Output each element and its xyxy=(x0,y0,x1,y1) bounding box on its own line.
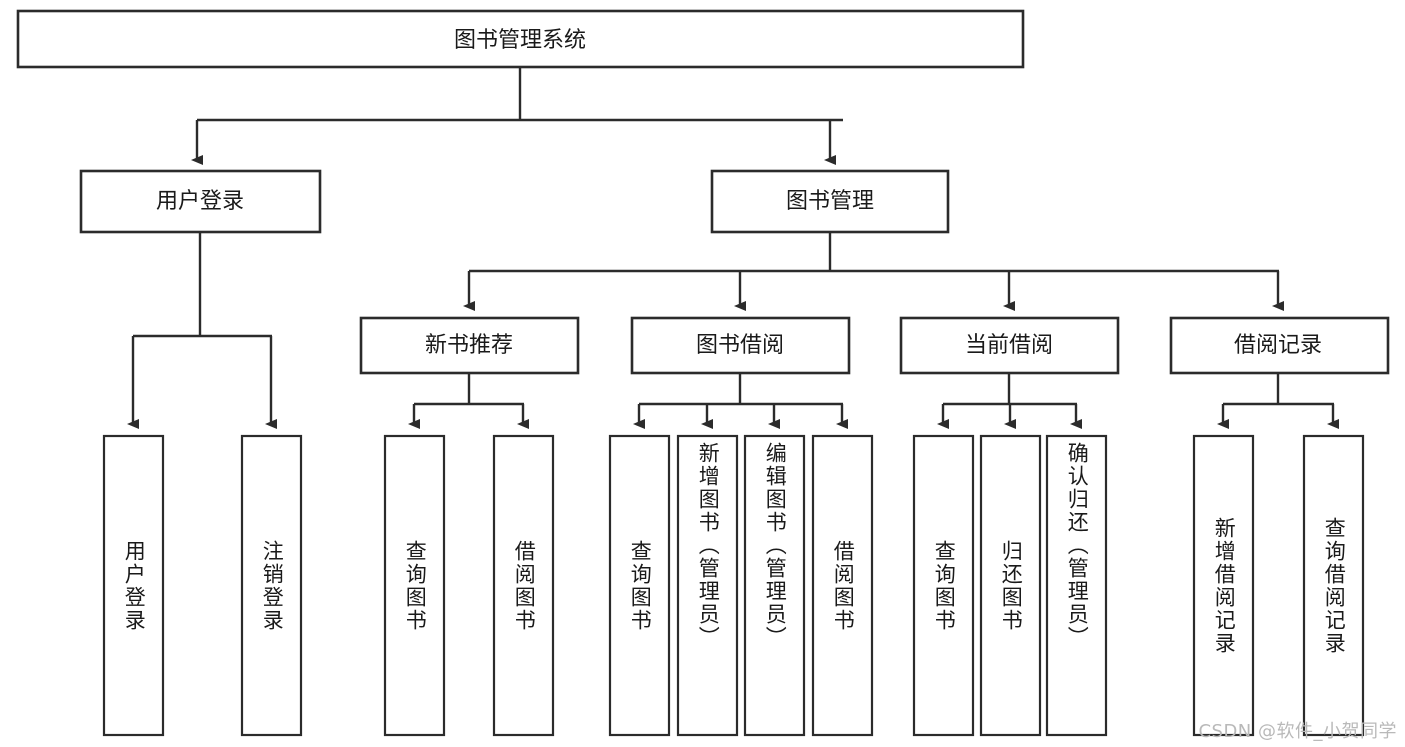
leaf-box-user-login-2[interactable] xyxy=(240,434,303,737)
leaf-book-borrow-2-label: 新增图书（管理员） xyxy=(696,442,721,649)
leaf-current-borrow-1-label: 查询图书 xyxy=(932,539,957,632)
leaf-borrow-record-1[interactable]: 新增借阅记录 xyxy=(1194,436,1253,735)
leaf-box-current-borrow-1[interactable] xyxy=(912,434,975,737)
node-current-borrow[interactable]: 当前借阅 xyxy=(899,316,1120,375)
leaf-user-login-1[interactable]: 用户登录 xyxy=(104,436,163,735)
leaf-box-borrow-record-2[interactable] xyxy=(1302,434,1365,737)
leaf-book-borrow-2[interactable]: 新增图书（管理员） xyxy=(678,436,737,735)
leaf-new-book-2-label: 借阅图书 xyxy=(512,539,537,632)
connector-root-to-level2 xyxy=(191,67,843,165)
leaf-box-borrow-record-1[interactable] xyxy=(1192,434,1255,737)
node-book-borrow-label: 图书借阅 xyxy=(696,333,784,358)
connector-newbook-to-leaves xyxy=(408,373,529,429)
leaf-box-book-borrow-3[interactable] xyxy=(743,434,806,737)
leaf-borrow-record-1-label: 新增借阅记录 xyxy=(1212,516,1237,655)
leaf-box-current-borrow-2[interactable] xyxy=(979,434,1042,737)
leaf-new-book-1-label: 查询图书 xyxy=(403,539,428,632)
node-new-book-recommend-label: 新书推荐 xyxy=(425,333,513,358)
leaf-current-borrow-2[interactable]: 归还图书 xyxy=(981,436,1040,735)
leaf-box-user-login-1[interactable] xyxy=(102,434,165,737)
node-borrow-record-label: 借阅记录 xyxy=(1234,333,1322,358)
leaf-box-new-book-1[interactable] xyxy=(383,434,446,737)
connector-userlogin-to-leaves xyxy=(127,232,277,429)
node-borrow-record[interactable]: 借阅记录 xyxy=(1169,316,1390,375)
leaf-user-login-2[interactable]: 注销登录 xyxy=(242,436,301,735)
leaf-book-borrow-1-label: 查询图书 xyxy=(628,539,653,632)
leaf-box-book-borrow-4[interactable] xyxy=(811,434,874,737)
csdn-watermark: CSDN @软件_小贺同学 xyxy=(1198,721,1397,742)
leaf-book-borrow-4[interactable]: 借阅图书 xyxy=(813,436,872,735)
leaf-book-borrow-3-label: 编辑图书（管理员） xyxy=(763,442,788,649)
leaf-book-borrow-3[interactable]: 编辑图书（管理员） xyxy=(745,436,804,735)
leaf-book-borrow-1[interactable]: 查询图书 xyxy=(610,436,669,735)
node-book-management[interactable]: 图书管理 xyxy=(710,169,950,234)
leaf-new-book-2[interactable]: 借阅图书 xyxy=(494,436,553,735)
leaf-box-new-book-2[interactable] xyxy=(492,434,555,737)
node-book-borrow[interactable]: 图书借阅 xyxy=(630,316,851,375)
leaf-current-borrow-3-label: 确认归还（管理员） xyxy=(1065,442,1090,649)
node-root[interactable]: 图书管理系统 xyxy=(16,9,1025,69)
leaf-current-borrow-2-label: 归还图书 xyxy=(999,539,1024,632)
leaf-box-current-borrow-3[interactable] xyxy=(1045,434,1108,737)
leaf-current-borrow-1[interactable]: 查询图书 xyxy=(914,436,973,735)
node-current-borrow-label: 当前借阅 xyxy=(965,333,1053,358)
leaf-box-book-borrow-1[interactable] xyxy=(608,434,671,737)
node-root-label: 图书管理系统 xyxy=(454,28,586,53)
leaf-book-borrow-4-label: 借阅图书 xyxy=(831,539,856,632)
node-book-management-label: 图书管理 xyxy=(786,189,874,214)
leaf-user-login-2-label: 注销登录 xyxy=(260,539,285,632)
leaf-new-book-1[interactable]: 查询图书 xyxy=(385,436,444,735)
node-new-book-recommend[interactable]: 新书推荐 xyxy=(359,316,580,375)
leaf-current-borrow-3[interactable]: 确认归还（管理员） xyxy=(1047,436,1106,735)
node-user-login-label: 用户登录 xyxy=(156,189,244,214)
leaf-borrow-record-2[interactable]: 查询借阅记录 xyxy=(1304,436,1363,735)
node-user-login[interactable]: 用户登录 xyxy=(79,169,322,234)
connector-borrowrecord-to-leaves xyxy=(1217,373,1339,429)
connector-currentborrow-to-leaves xyxy=(937,373,1082,429)
connector-bookmgmt-to-level3 xyxy=(463,232,1284,311)
leaf-borrow-record-2-label: 查询借阅记录 xyxy=(1322,516,1347,655)
leaf-box-book-borrow-2[interactable] xyxy=(676,434,739,737)
connector-bookborrow-to-leaves xyxy=(633,373,848,429)
leaf-user-login-1-label: 用户登录 xyxy=(122,539,147,632)
